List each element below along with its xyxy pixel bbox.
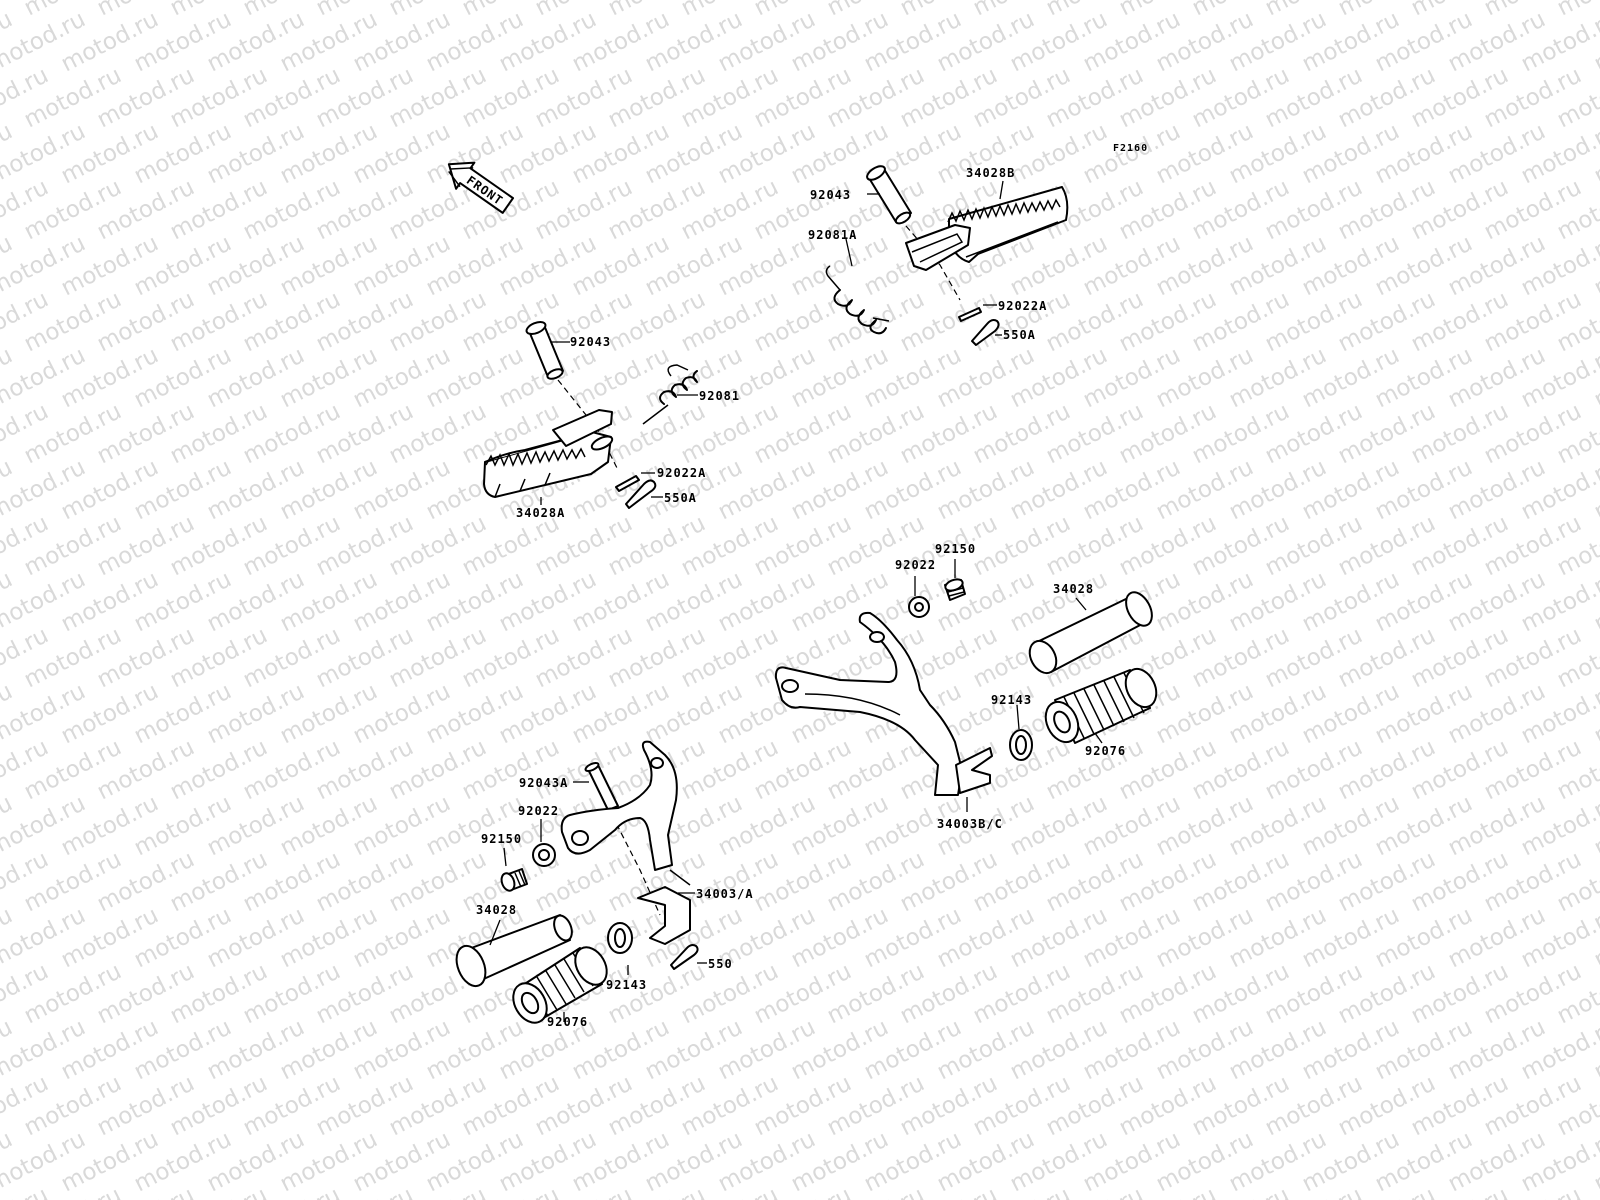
part-label-34028: 34028 — [1053, 582, 1094, 596]
part-label-92043-b: 92043 — [810, 188, 851, 202]
part-label-34003A: 34003/A — [696, 887, 754, 901]
diagram-id: F2160 — [1113, 143, 1148, 154]
part-label-92143: 92143 — [991, 693, 1032, 707]
spacer-icon — [1009, 729, 1033, 761]
part-label-34028-b: 34028 — [476, 903, 517, 917]
part-label-92076-b: 92076 — [547, 1015, 588, 1029]
spring-icon — [825, 265, 890, 335]
washer-icon — [615, 475, 640, 492]
part-label-92081: 92081 — [699, 389, 740, 403]
part-label-92022: 92022 — [895, 558, 936, 572]
rubber-grip-icon — [1044, 667, 1158, 744]
part-label-92022A-b: 92022A — [998, 299, 1047, 313]
upper-left-footpeg-assembly: 92043 92081 92022A 550A 34028A — [483, 321, 740, 520]
cotter-pin-icon — [670, 944, 699, 970]
bracket-icon — [560, 740, 691, 945]
pin-icon — [866, 165, 912, 225]
bolt-icon — [500, 868, 528, 892]
upper-right-footpeg-assembly: 92043 34028B 92081A 92022A 550A — [808, 165, 1069, 346]
part-label-34028A: 34028A — [516, 506, 565, 520]
lower-left-bracket-assembly: 92043A 92022 92150 34003/A 34028 92143 5… — [455, 740, 754, 1029]
part-label-92022-b: 92022 — [518, 804, 559, 818]
footpeg-icon — [483, 409, 614, 498]
part-label-92022A: 92022A — [657, 466, 706, 480]
washer-icon — [908, 596, 930, 618]
part-label-34003BC: 34003B/C — [937, 817, 1003, 831]
pin-icon — [584, 761, 619, 811]
pin-icon — [525, 321, 564, 380]
part-label-92043A: 92043A — [519, 776, 568, 790]
shaft-icon — [1028, 591, 1153, 675]
part-label-92043: 92043 — [570, 335, 611, 349]
lower-right-bracket-assembly: 92022 92150 34028 92143 92076 34003B/C — [774, 542, 1158, 831]
part-label-92150: 92150 — [935, 542, 976, 556]
washer-icon — [958, 307, 982, 322]
shaft-icon — [455, 914, 573, 988]
part-label-550: 550 — [708, 957, 733, 971]
bracket-icon — [774, 611, 993, 796]
part-label-92076: 92076 — [1085, 744, 1126, 758]
part-label-34028B: 34028B — [966, 166, 1015, 180]
part-label-550A-b: 550A — [1003, 328, 1036, 342]
footpeg-icon — [905, 186, 1069, 271]
cotter-pin-icon — [625, 479, 657, 509]
spacer-icon — [607, 922, 633, 954]
part-label-550A: 550A — [664, 491, 697, 505]
washer-icon — [532, 843, 556, 867]
bolt-icon — [944, 578, 966, 601]
part-label-92081A: 92081A — [808, 228, 857, 242]
rubber-grip-icon — [512, 946, 608, 1024]
spring-icon — [642, 364, 698, 425]
cotter-pin-icon — [971, 319, 1000, 346]
part-label-92150-b: 92150 — [481, 832, 522, 846]
part-label-92143-b: 92143 — [606, 978, 647, 992]
